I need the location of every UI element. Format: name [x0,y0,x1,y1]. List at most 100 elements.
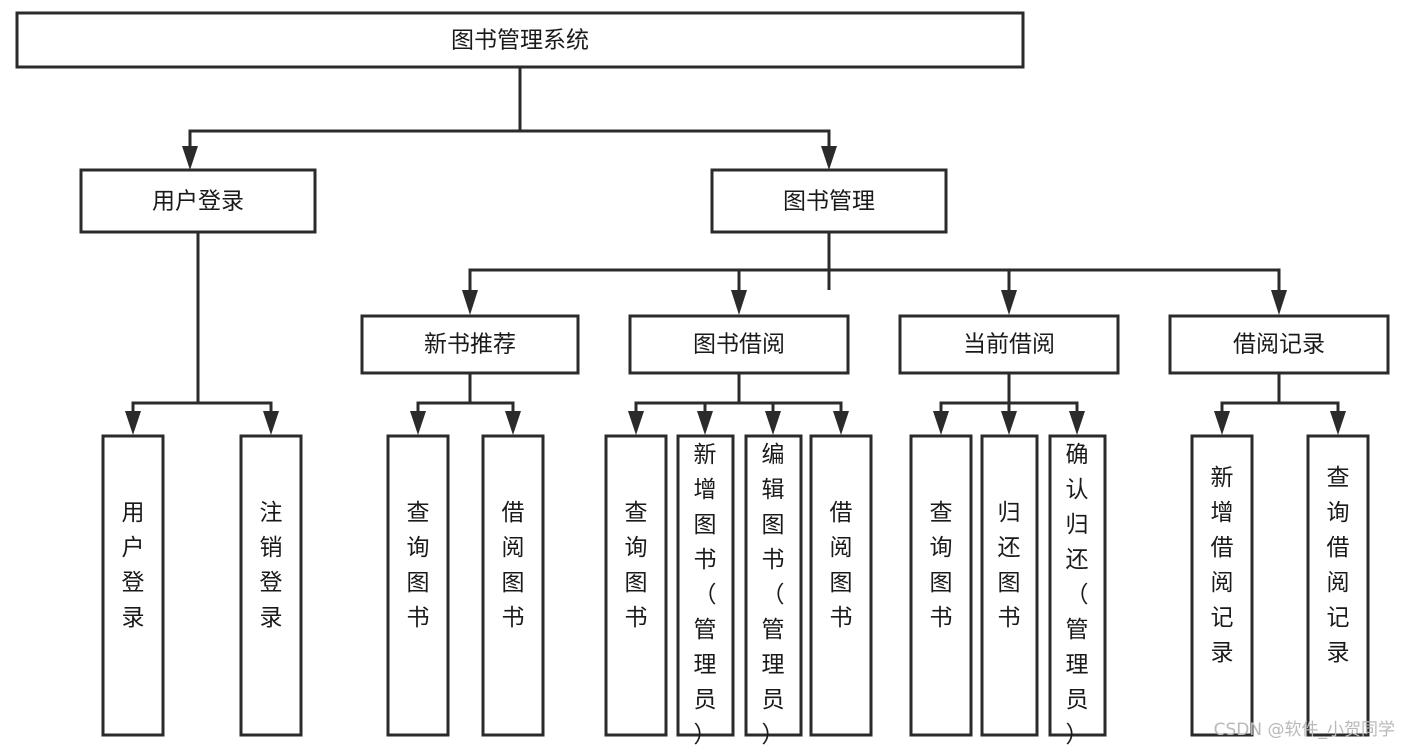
book-borrow-box[interactable] [628,314,850,375]
arrow-head-borrow-record [1271,290,1287,315]
leaf-box[interactable] [481,434,545,737]
leaf-label: 查询图书 [930,500,953,631]
node-new-book-recommend[interactable]: 新书推荐 [360,314,580,375]
leaf-nodes: 用户登录 注销登录 查询图书 借阅图书 查询图书 新增图书（管理员） 编辑图书（… [101,434,1370,747]
connector-nb-to-leaf-1 [416,373,472,412]
arrow-head-cb-leaf-3 [1069,411,1085,435]
leaf-node[interactable]: 编辑图书（管理员） [744,434,803,747]
leaf-box[interactable] [1190,434,1254,737]
leaf-box[interactable] [744,434,803,737]
leaf-box[interactable] [386,434,450,737]
connector-bm-center-down [737,268,829,290]
borrow-record-box[interactable] [1168,314,1390,375]
connector-br-to-leaf-1 [1220,373,1281,412]
arrow-head-book-borrow [731,290,747,315]
leaf-box[interactable] [101,434,165,737]
leaf-label: 编辑图书（管理员） [762,442,785,747]
arrow-head-new-book [462,290,478,315]
connectors-user-login-to-leaves [125,232,279,435]
connector-bm-to-new-book [468,232,831,290]
leaf-label: 查询图书 [407,500,430,631]
leaf-node[interactable]: 新增借阅记录 [1190,434,1254,737]
new-book-recommend-box[interactable] [360,314,580,375]
leaf-node[interactable]: 查询图书 [909,434,973,737]
new-book-recommend-label: 新书推荐 [424,332,516,358]
node-book-management[interactable]: 图书管理 [710,168,948,234]
arrow-head-current-borrow [1001,290,1017,315]
connectors-book-management-to-level3 [462,232,1287,315]
connector-bb-to-leaf-4 [739,401,843,412]
connector-ul-to-leaf-2 [198,401,273,412]
connector-bm-to-current-borrow [829,268,1011,290]
arrow-head-user-login [182,146,198,170]
leaf-node[interactable]: 注销登录 [239,434,303,737]
leaf-box[interactable] [809,434,873,737]
watermark-label: CSDN @软件_小贺同学 [1214,720,1395,740]
leaf-label: 查询借阅记录 [1327,465,1350,666]
borrow-record-label: 借阅记录 [1233,332,1325,358]
leaf-node[interactable]: 确认归还（管理员） [1048,434,1107,747]
leaf-box[interactable] [1048,434,1107,737]
arrow-head-nb-leaf-1 [410,411,426,435]
leaf-node[interactable]: 查询借阅记录 [1306,434,1370,737]
arrow-head-bb-leaf-1 [628,411,644,435]
book-management-label: 图书管理 [783,189,875,215]
current-borrow-box[interactable] [898,314,1120,375]
connector-root-to-user-login [188,67,522,148]
connector-nb-to-leaf-2 [470,401,515,412]
leaf-box[interactable] [604,434,668,737]
leaf-node[interactable]: 借阅图书 [809,434,873,737]
leaf-label: 新增图书（管理员） [694,442,717,747]
leaf-label: 注销登录 [260,500,283,631]
user-login-box[interactable] [79,168,317,234]
arrow-head-br-leaf-1 [1214,411,1230,435]
arrow-head-ul-leaf-1 [125,411,141,435]
arrow-head-nb-leaf-2 [505,411,521,435]
node-book-borrow[interactable]: 图书借阅 [628,314,850,375]
arrow-head-bb-leaf-4 [833,411,849,435]
root-box[interactable] [15,11,1025,69]
connectors-new-book-to-leaves [410,373,521,435]
book-management-box[interactable] [710,168,948,234]
leaf-label: 确认归还（管理员） [1066,442,1089,747]
connectors-root-to-level2 [182,67,837,170]
connector-cb-to-leaf-3 [1009,401,1079,412]
arrow-head-book-management [821,146,837,170]
leaf-label: 查询图书 [625,500,648,631]
leaf-node[interactable]: 归还图书 [980,434,1039,737]
connector-bb-to-leaf-1 [634,373,741,412]
leaf-box[interactable] [239,434,303,737]
leaf-node[interactable]: 用户登录 [101,434,165,737]
leaf-node[interactable]: 借阅图书 [481,434,545,737]
leaf-box[interactable] [676,434,735,737]
leaf-label: 归还图书 [998,500,1021,631]
connectors-book-borrow-to-leaves [628,373,849,435]
node-user-login[interactable]: 用户登录 [79,168,317,234]
user-login-label: 用户登录 [152,189,244,215]
arrow-head-bb-leaf-2 [697,411,713,435]
arrow-head-br-leaf-2 [1330,411,1346,435]
arrow-head-cb-leaf-1 [933,411,949,435]
leaf-label: 借阅图书 [502,500,525,631]
leaf-label: 新增借阅记录 [1211,465,1234,666]
connector-br-to-leaf-2 [1279,401,1340,412]
connector-cb-to-leaf-1 [939,373,1011,412]
connector-bb-to-leaf-2 [703,401,739,412]
leaf-box[interactable] [1306,434,1370,737]
connector-root-to-book-management [520,129,831,148]
book-borrow-label: 图书借阅 [693,332,785,358]
leaf-node[interactable]: 查询图书 [604,434,668,737]
connectors-borrow-record-to-leaves [1214,373,1346,435]
leaf-label: 用户登录 [122,500,145,631]
leaf-node[interactable]: 新增图书（管理员） [676,434,735,747]
arrow-head-bb-leaf-3 [765,411,781,435]
node-borrow-record[interactable]: 借阅记录 [1168,314,1390,375]
leaf-box[interactable] [909,434,973,737]
node-current-borrow[interactable]: 当前借阅 [898,314,1120,375]
node-root-book-management-system[interactable]: 图书管理系统 [15,11,1025,69]
leaf-node[interactable]: 查询图书 [386,434,450,737]
arrow-head-ul-leaf-2 [263,411,279,435]
current-borrow-label: 当前借阅 [963,332,1055,358]
leaf-box[interactable] [980,434,1039,737]
connector-bm-to-borrow-record [829,268,1281,290]
